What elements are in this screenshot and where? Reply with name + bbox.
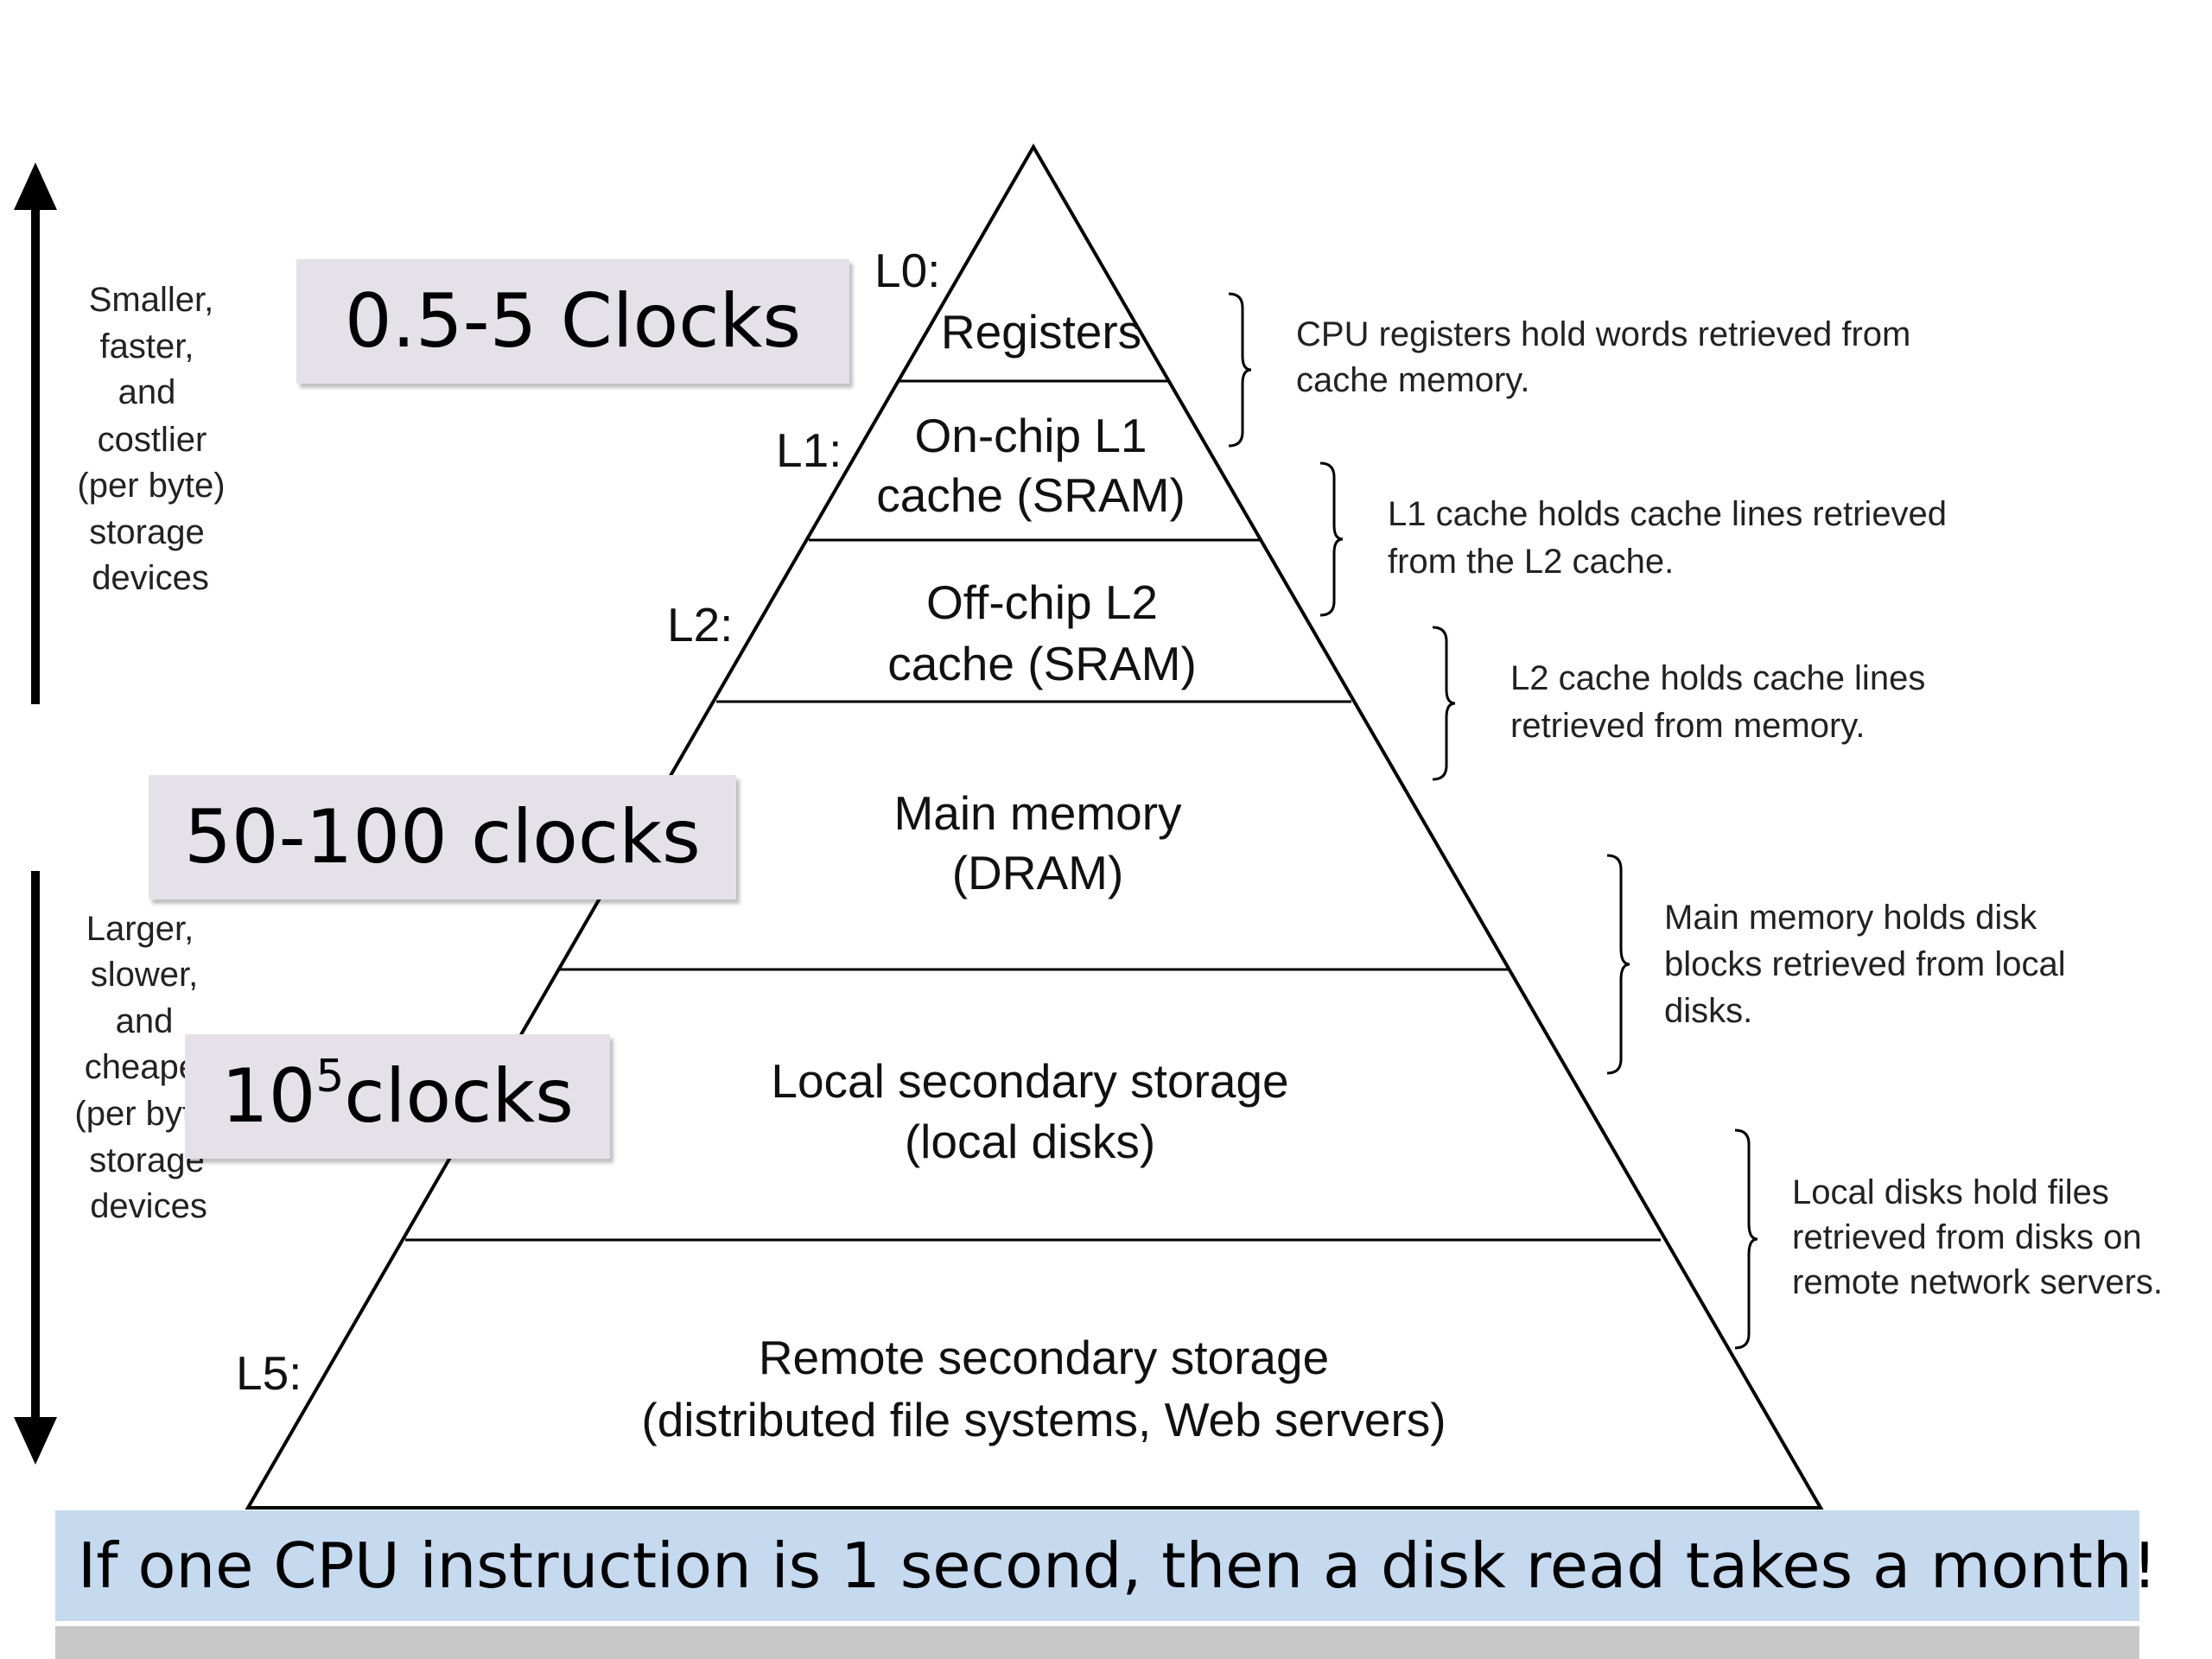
tier-l1-line2: cache (SRAM) bbox=[876, 468, 1185, 522]
note-local-disks-line2: retrieved from disks on bbox=[1792, 1218, 2142, 1256]
note-main-memory-line3: disks. bbox=[1664, 992, 1752, 1030]
clocks-disk-unit: clocks bbox=[344, 1053, 574, 1140]
tier-local-storage-line1: Local secondary storage bbox=[771, 1054, 1288, 1108]
level-label-l0: L0: bbox=[874, 244, 940, 297]
tier-main-memory-line1: Main memory bbox=[893, 786, 1182, 840]
clocks-disk-base: 10 bbox=[221, 1053, 316, 1140]
clocks-memory-label: 50-100 clocks bbox=[184, 794, 701, 880]
note-l2-line2: retrieved from memory. bbox=[1510, 707, 1865, 745]
tier-main-memory-line2: (DRAM) bbox=[952, 846, 1124, 899]
side-bottom-line2: slower, bbox=[91, 956, 199, 994]
brace-icons bbox=[1228, 292, 1758, 1350]
downward-arrow bbox=[14, 871, 57, 1465]
brace-icon bbox=[1606, 854, 1630, 1075]
brace-icon bbox=[1432, 626, 1456, 781]
side-bottom-line3: and bbox=[116, 1002, 174, 1040]
level-label-l5: L5: bbox=[236, 1346, 302, 1400]
brace-icon bbox=[1319, 461, 1344, 617]
note-main-memory-line2: blocks retrieved from local bbox=[1664, 945, 2066, 983]
tier-l2-line1: Off-chip L2 bbox=[926, 575, 1158, 629]
tier-local-storage-line2: (local disks) bbox=[905, 1115, 1155, 1168]
note-l1-line1: L1 cache holds cache lines retrieved bbox=[1388, 495, 1947, 533]
note-main-memory-line1: Main memory holds disk bbox=[1664, 899, 2037, 937]
clocks-registers-box: 0.5-5 Clocks bbox=[296, 259, 849, 384]
side-top-line1: Smaller, bbox=[89, 281, 214, 319]
side-top-line2: faster, bbox=[100, 327, 194, 365]
side-top-line3: and bbox=[118, 373, 176, 411]
tier-registers: Registers bbox=[941, 305, 1141, 359]
note-local-disks-line3: remote network servers. bbox=[1792, 1263, 2163, 1301]
analogy-banner: If one CPU instruction is 1 second, then… bbox=[55, 1510, 2158, 1621]
note-l2-line1: L2 cache holds cache lines bbox=[1510, 659, 1925, 697]
side-bottom-line1: Larger, bbox=[86, 910, 194, 948]
level-label-l1: L1: bbox=[776, 423, 842, 477]
tier-dividers bbox=[405, 379, 1661, 1242]
note-registers-line2: cache memory. bbox=[1296, 361, 1529, 399]
side-top-line6: storage bbox=[89, 513, 204, 551]
clocks-registers-label: 0.5-5 Clocks bbox=[344, 278, 802, 365]
analogy-banner-text: If one CPU instruction is 1 second, then… bbox=[78, 1529, 2158, 1602]
brace-icon bbox=[1734, 1128, 1758, 1350]
tier-l2-line2: cache (SRAM) bbox=[887, 637, 1197, 690]
brace-icon bbox=[1228, 292, 1252, 448]
clocks-disk-box: 105clocks bbox=[185, 1034, 610, 1159]
tier-l1-line1: On-chip L1 bbox=[914, 409, 1147, 462]
tier-remote-storage-line1: Remote secondary storage bbox=[759, 1331, 1329, 1384]
note-registers-line1: CPU registers hold words retrieved from bbox=[1296, 315, 1910, 353]
clocks-memory-box: 50-100 clocks bbox=[149, 775, 736, 899]
clocks-disk-exponent: 5 bbox=[315, 1051, 345, 1103]
note-l1-line2: from the L2 cache. bbox=[1388, 543, 1674, 581]
side-top-line5: (per byte) bbox=[77, 467, 225, 505]
upward-arrow bbox=[14, 162, 57, 704]
note-local-disks-line1: Local disks hold files bbox=[1792, 1173, 2109, 1211]
side-bottom-line7: devices bbox=[90, 1187, 207, 1225]
side-top-line4: costlier bbox=[98, 421, 207, 459]
footer-strip bbox=[55, 1626, 2139, 1659]
clocks-disk-label: 105clocks bbox=[221, 1051, 574, 1140]
side-top-line7: devices bbox=[92, 559, 209, 597]
level-label-l2: L2: bbox=[667, 598, 733, 652]
tier-remote-storage-line2: (distributed file systems, Web servers) bbox=[641, 1393, 1446, 1446]
